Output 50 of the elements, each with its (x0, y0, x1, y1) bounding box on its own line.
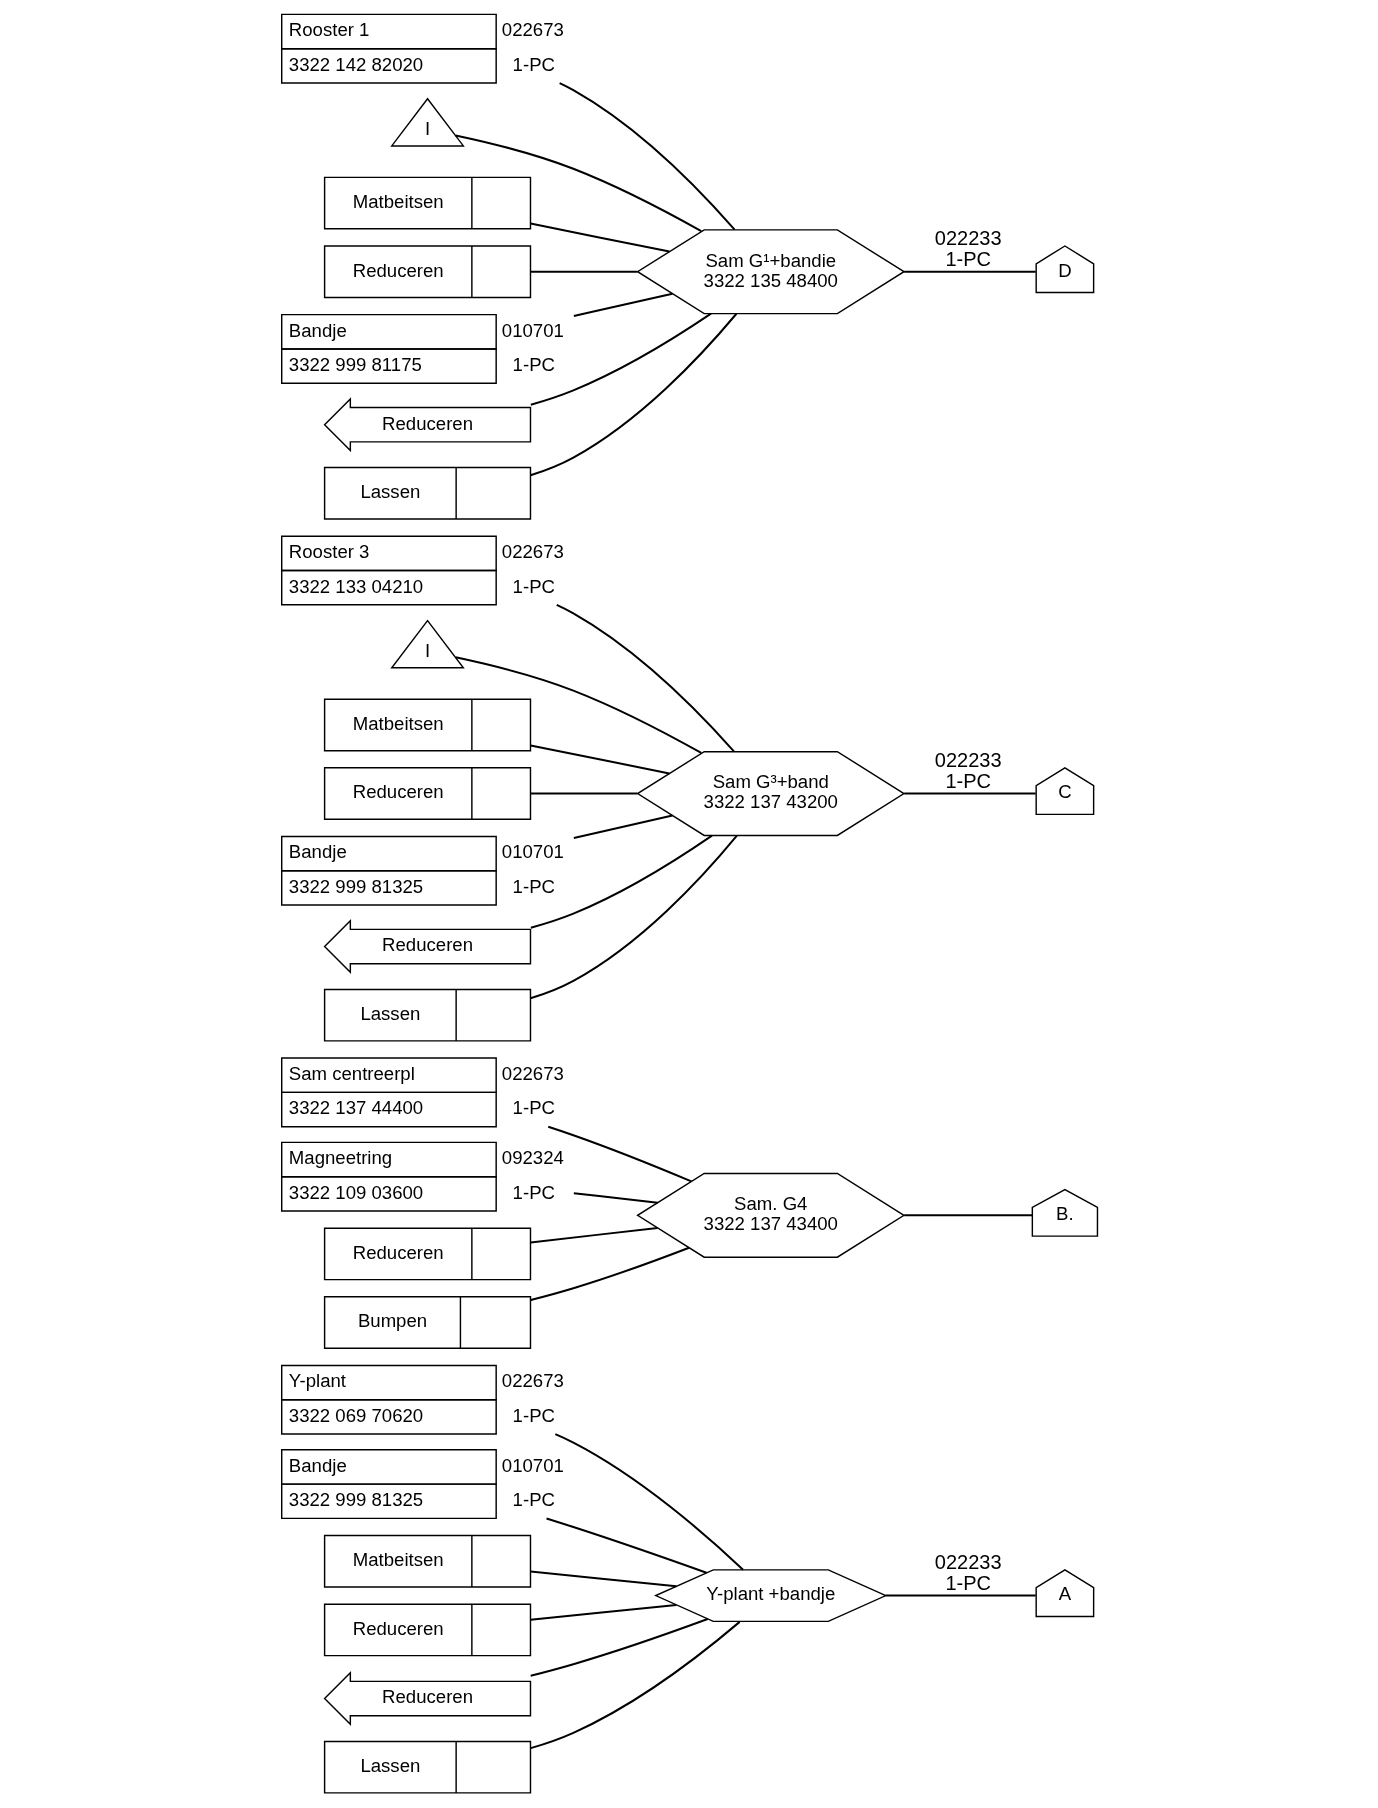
node-label: 022233 (934, 226, 1002, 249)
connector (572, 292, 673, 318)
connector (529, 1604, 677, 1621)
node-label: 1-PC (512, 875, 555, 897)
connector (884, 1594, 1037, 1597)
node-label: 1-PC (512, 1097, 555, 1119)
node-label: 022673 (501, 19, 564, 41)
connector (529, 744, 670, 775)
connector (555, 603, 735, 753)
connector (902, 792, 1037, 795)
node-label: 1-PC (944, 248, 991, 271)
connector (529, 1246, 690, 1301)
connector (529, 1227, 658, 1244)
node-label: 022233 (934, 1550, 1002, 1573)
connector (553, 1433, 744, 1571)
connector (529, 834, 738, 1000)
connector (902, 1214, 1033, 1217)
node-label: 022673 (501, 1370, 564, 1392)
node-label: 1-PC (512, 1404, 555, 1426)
connector (454, 656, 702, 754)
node-label: 022233 (934, 748, 1002, 771)
connector (529, 1620, 741, 1750)
node-label: 092324 (501, 1147, 564, 1169)
connector (529, 834, 713, 929)
node-label: 1-PC (512, 353, 555, 375)
node-label: 1-PC (944, 770, 991, 793)
connector (529, 792, 638, 795)
node-label: 1-PC (512, 53, 555, 75)
connector (529, 312, 737, 477)
connector (529, 1618, 709, 1677)
connector (454, 134, 702, 233)
node-label: 1-PC (512, 1181, 555, 1203)
node-label: 010701 (501, 841, 564, 863)
connector (558, 82, 736, 231)
connector (546, 1125, 692, 1183)
connector (545, 1517, 707, 1574)
node-label: 010701 (501, 1454, 564, 1476)
node-label: 1-PC (944, 1572, 991, 1595)
node-label: 1-PC (512, 575, 555, 597)
connector (572, 1192, 659, 1204)
connector (529, 1570, 677, 1588)
connector (902, 270, 1037, 273)
node-label: 010701 (501, 319, 564, 341)
node-label: 022673 (501, 541, 564, 563)
node-label: 022673 (501, 1063, 564, 1085)
node-label: 1-PC (512, 1489, 555, 1511)
connector (529, 222, 670, 253)
connector (572, 814, 673, 839)
connector (529, 312, 712, 406)
connector (529, 270, 638, 273)
